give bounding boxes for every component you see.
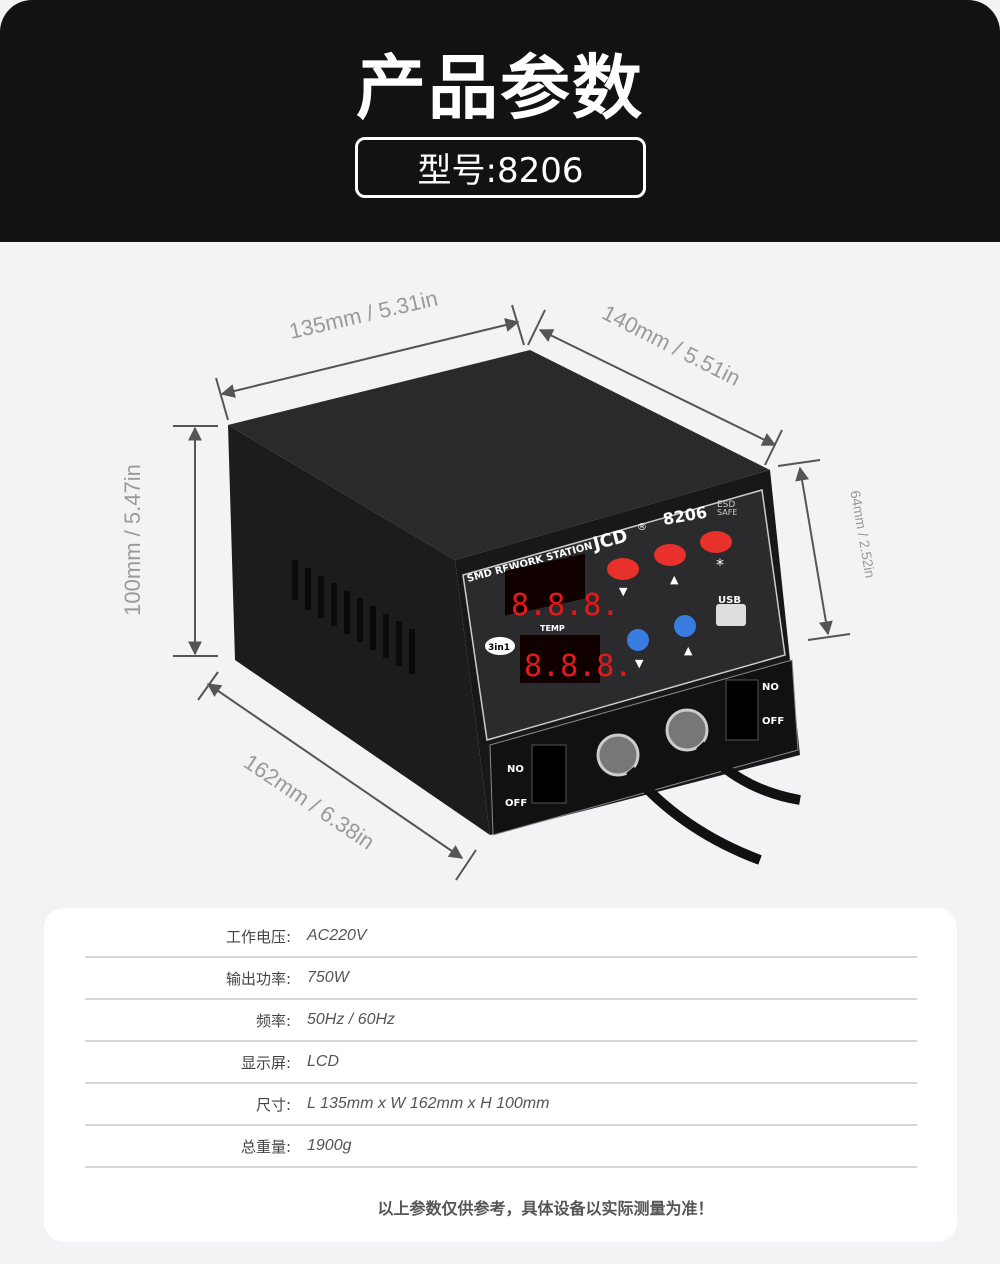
up-arrow-icon: ▲ <box>684 644 693 657</box>
disclaimer-note: 以上参数仅供参考，具体设备以实际测量为准！ <box>377 1199 714 1218</box>
spec-row: 工作电压: AC220V <box>85 916 917 958</box>
product-diagram: 135mm / 5.31in 140mm / 5.51in 100mm / 5.… <box>120 285 879 881</box>
spec-value: LCD <box>307 1053 340 1070</box>
spec-label: 输出功率: <box>225 969 291 988</box>
height-label: 100mm / 5.47in <box>120 464 145 616</box>
esd-mark: ESD <box>717 500 735 510</box>
width-label: 140mm / 5.51in <box>598 300 744 391</box>
panel-height-label: 64mm / 2.52in <box>847 489 878 579</box>
red-button-up <box>654 544 686 566</box>
rework-station: SMD REWORK STATION JCD ® 8206 ESD SAFE 8… <box>228 350 801 865</box>
spec-row: 总重量: 1900g <box>85 1126 917 1168</box>
spec-label: 尺寸: <box>255 1095 291 1114</box>
display-bottom <box>520 635 600 683</box>
depth-label: 162mm / 6.38in <box>239 749 379 855</box>
power-switch-right <box>725 679 759 741</box>
model-label: 型号:8206 <box>355 137 646 198</box>
display-top-digits: 8.8.8. <box>511 588 619 623</box>
spec-label: 总重量: <box>240 1137 291 1156</box>
up-arrow-icon: ▲ <box>670 573 679 586</box>
spec-label: 显示屏: <box>240 1053 291 1072</box>
blue-button-down <box>627 629 649 651</box>
spec-value: 750W <box>307 969 349 986</box>
spec-value: AC220V <box>307 927 367 944</box>
usb-port <box>716 604 746 626</box>
page-title: 产品参数 <box>356 47 644 129</box>
spec-label: 频率: <box>255 1011 291 1030</box>
safe-mark: SAFE <box>717 508 737 517</box>
power-switch-left <box>531 744 567 804</box>
spec-value: L 135mm x W 162mm x H 100mm <box>307 1095 550 1112</box>
spec-label: 工作电压: <box>225 927 291 946</box>
connector <box>665 708 709 752</box>
down-arrow-icon: ▼ <box>619 585 628 598</box>
spec-row: 输出功率: 750W <box>85 958 917 1000</box>
3in1-badge: 3in1 <box>488 643 510 653</box>
dimension-lines <box>173 304 851 881</box>
display-bottom-digits: 8.8.8. <box>524 649 632 684</box>
switch-on-label: NO <box>507 764 524 775</box>
spec-row: 尺寸: L 135mm x W 162mm x H 100mm <box>85 1084 917 1126</box>
usb-label: USB <box>718 595 741 606</box>
connector <box>596 733 640 777</box>
switch-off-label: OFF <box>505 798 527 809</box>
red-button-star <box>700 531 732 553</box>
spec-value: 1900g <box>307 1137 352 1154</box>
spec-value: 50Hz / 60Hz <box>307 1011 396 1028</box>
switch-on-label: NO <box>762 682 779 693</box>
length-label: 135mm / 5.31in <box>287 285 440 343</box>
temp-label: TEMP <box>540 624 565 633</box>
registered-mark: ® <box>637 522 647 533</box>
header-banner: 产品参数 型号:8206 <box>0 0 1000 242</box>
spec-row: 频率: 50Hz / 60Hz <box>85 1000 917 1042</box>
red-button-down <box>607 558 639 580</box>
switch-off-label: OFF <box>762 716 784 727</box>
spec-card: 工作电压: AC220V 输出功率: 750W 频率: 50Hz / 60Hz 显示屏… <box>44 908 957 1242</box>
blue-button-up <box>674 615 696 637</box>
spec-row: 显示屏: LCD <box>85 1042 917 1084</box>
down-arrow-icon: ▼ <box>635 657 644 670</box>
star-icon: * <box>716 555 724 574</box>
display-top <box>505 553 585 616</box>
